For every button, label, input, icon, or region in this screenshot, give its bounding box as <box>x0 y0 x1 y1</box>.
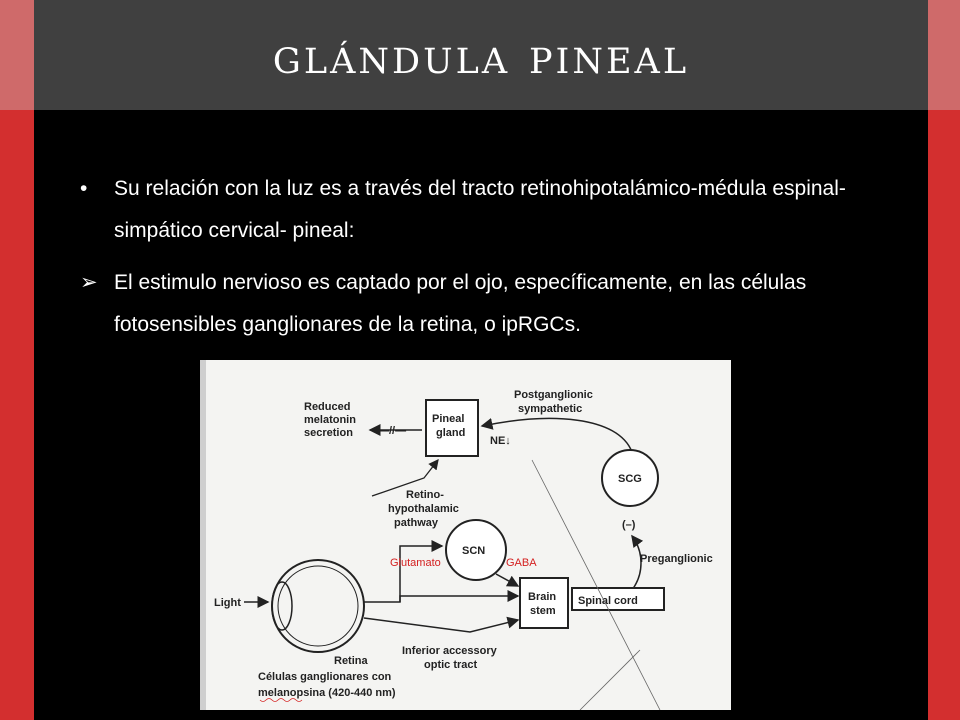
pathway-diagram: Reduced melatonin secretion —//— Pineal … <box>200 360 731 710</box>
eye-lens <box>271 581 293 631</box>
scg-node <box>601 449 659 507</box>
brain-stem-box <box>519 577 569 629</box>
preganglionic-arrow <box>631 534 644 591</box>
bullet-text: Su relación con la luz es a través del t… <box>114 177 846 242</box>
frame-accent-right <box>928 0 960 110</box>
spinal-cord-label: Spinal cord <box>578 595 638 607</box>
inferior-label-1: Inferior accessory <box>402 645 498 657</box>
eye-inner-ring <box>277 565 359 647</box>
eye-to-brainstem-arrow <box>364 590 520 603</box>
pineal-label-1: Pineal <box>432 413 464 425</box>
pineal-label-2: gland <box>436 427 465 439</box>
eye-icon <box>271 559 365 653</box>
retino-label-3: pathway <box>394 517 439 529</box>
reduced-label-3: secretion <box>304 427 353 439</box>
scan-edge <box>200 360 206 710</box>
postganglionic-arrow <box>480 417 633 453</box>
block-mark: —//— <box>378 425 406 437</box>
scn-node <box>445 519 507 581</box>
scn-to-brainstem-arrow <box>495 573 520 587</box>
rht-to-scn-arrow <box>399 540 444 602</box>
arrow-bullet-icon: ➢ <box>80 271 98 294</box>
reduced-label-2: melatonin <box>304 414 356 426</box>
spellcheck-underline <box>259 698 303 702</box>
spinal-cord-box <box>571 587 665 611</box>
retina-label: Retina <box>334 655 369 667</box>
scan-line <box>531 459 661 710</box>
inferior-label-2: optic tract <box>424 659 478 671</box>
scn-label: SCN <box>462 545 485 557</box>
reduced-label-1: Reduced <box>304 401 350 413</box>
bullet-text: El estimulo nervioso es captado por el o… <box>114 271 807 336</box>
accessory-tract-arrow <box>363 616 520 633</box>
bullet-item: • Su relación con la luz es a través del… <box>80 168 920 252</box>
gaba-label: GABA <box>506 557 537 569</box>
frame-accent-left <box>0 0 34 110</box>
postganglionic-label-2: sympathetic <box>518 403 582 415</box>
postganglionic-label-1: Postganglionic <box>514 389 593 401</box>
glutamato-label: Glutamato <box>390 557 441 569</box>
ne-label: NE↓ <box>490 435 511 447</box>
celulas-label-2: melanopsina (420-440 nm) <box>258 687 396 699</box>
slide-title: glándula pineal <box>272 27 690 85</box>
brain-stem-label-1: Brain <box>528 591 556 603</box>
preganglionic-label: Preganglionic <box>640 553 713 565</box>
title-bar: glándula pineal <box>34 0 928 110</box>
retino-pineal-arrow <box>371 458 439 497</box>
scg-label: SCG <box>618 473 642 485</box>
bullet-item: ➢ El estimulo nervioso es captado por el… <box>80 262 920 346</box>
retino-label-1: Retino- <box>406 489 444 501</box>
scg-inhibit-label: (–) <box>622 519 636 531</box>
bullet-list: • Su relación con la luz es a través del… <box>80 168 920 346</box>
slide: glándula pineal • Su relación con la luz… <box>34 0 928 720</box>
diagram-svg: Reduced melatonin secretion —//— Pineal … <box>200 360 713 710</box>
brain-stem-label-2: stem <box>530 605 556 617</box>
light-label: Light <box>214 597 241 609</box>
scan-line <box>579 649 641 710</box>
retino-label-2: hypothalamic <box>388 503 459 515</box>
pineal-gland-box <box>425 399 479 457</box>
bullet-dot-icon: • <box>80 177 88 200</box>
celulas-label-1: Células ganglionares con <box>258 671 392 683</box>
